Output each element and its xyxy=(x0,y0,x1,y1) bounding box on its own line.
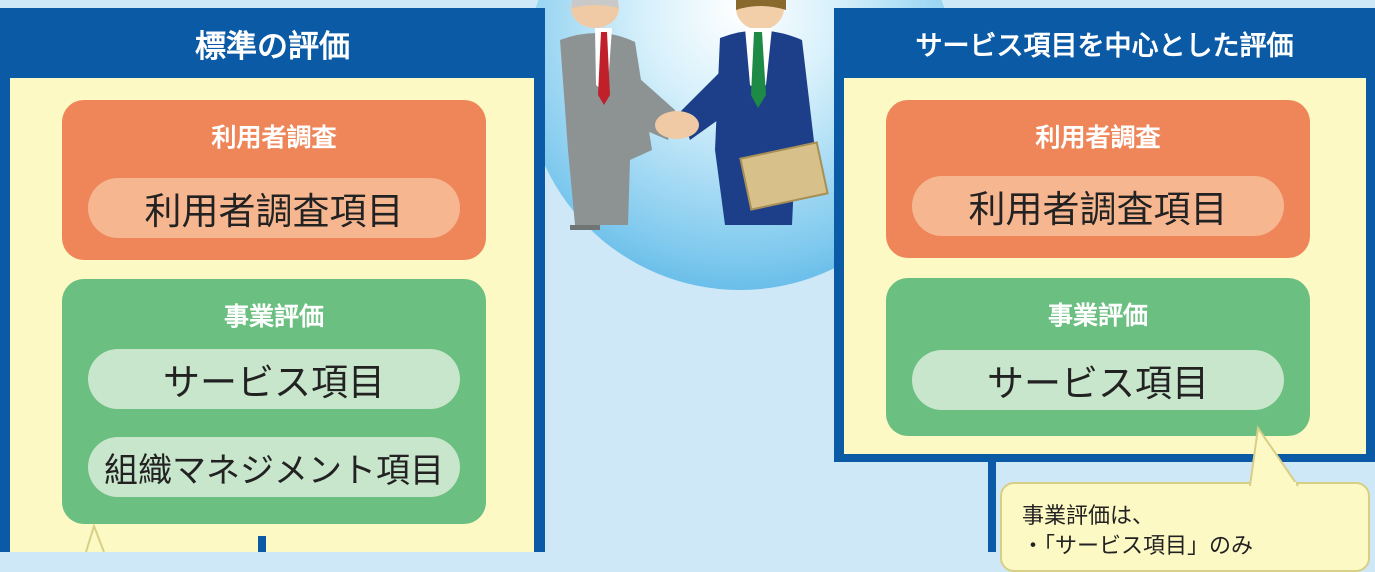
left-callout-pointer xyxy=(85,522,105,553)
panel-title: 標準の評価 xyxy=(195,28,350,65)
service-item: サービス項目 xyxy=(912,350,1284,410)
panel-title: サービス項目を中心とした評価 xyxy=(915,30,1294,62)
note-line-2: ・「サービス項目」のみ xyxy=(1022,534,1254,559)
handshake-illustration xyxy=(560,0,829,230)
user-survey-title: 利用者調査 xyxy=(211,123,337,152)
user-survey-group: 利用者調査 利用者調査項目 xyxy=(886,100,1310,258)
organization-management-item: 組織マネジメント項目 xyxy=(88,437,460,497)
younger-businessman-figure xyxy=(680,0,829,226)
handshake-hands xyxy=(655,111,699,139)
user-survey-item: 利用者調査項目 xyxy=(912,176,1284,236)
business-evaluation-group: 事業評価 サービス項目 xyxy=(886,278,1310,436)
service-item: サービス項目 xyxy=(88,349,460,409)
left-blue-connector xyxy=(258,536,266,552)
note-line-1: 事業評価は、 xyxy=(1022,504,1155,529)
business-evaluation-title: 事業評価 xyxy=(223,302,324,331)
business-evaluation-note: 事業評価は、 ・「サービス項目」のみ xyxy=(1000,482,1370,572)
user-survey-item: 利用者調査項目 xyxy=(88,178,460,238)
user-survey-group: 利用者調査 利用者調査項目 xyxy=(62,100,486,260)
right-callout-pointer xyxy=(1249,425,1299,488)
older-businessman-figure xyxy=(560,0,675,230)
right-blue-connector xyxy=(988,460,996,552)
user-survey-title: 利用者調査 xyxy=(1035,123,1161,152)
business-evaluation-title: 事業評価 xyxy=(1047,301,1148,330)
business-evaluation-group: 事業評価 サービス項目 組織マネジメント項目 xyxy=(62,279,486,524)
